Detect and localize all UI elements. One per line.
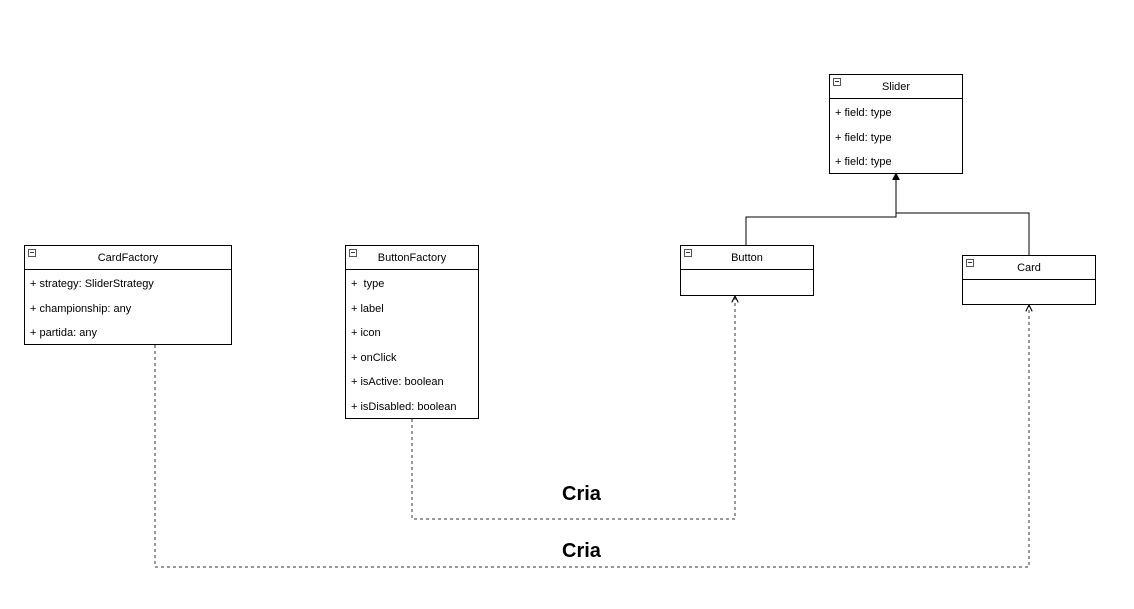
- class-field[interactable]: + championship: any: [30, 302, 132, 315]
- class-field[interactable]: + isActive: boolean: [351, 376, 444, 389]
- class-field[interactable]: + field: type: [835, 131, 892, 144]
- class-button[interactable]: Button: [680, 245, 814, 296]
- class-card[interactable]: Card: [962, 255, 1096, 305]
- class-field[interactable]: + isDisabled: boolean: [351, 400, 457, 413]
- collapse-icon[interactable]: [349, 249, 357, 257]
- card-factory-creates-card-label[interactable]: Cria: [562, 540, 601, 562]
- class-field[interactable]: + label: [351, 302, 384, 315]
- button-inherits-slider-connector[interactable]: [745, 172, 900, 245]
- card-factory-creates-card-connector[interactable]: [154, 305, 1029, 568]
- class-card-factory-header[interactable]: CardFactory: [25, 246, 231, 270]
- button-factory-creates-button-label[interactable]: Cria: [562, 483, 601, 505]
- class-slider-name: Slider: [881, 81, 911, 93]
- class-button-factory-name: ButtonFactory: [377, 252, 447, 264]
- class-button-factory[interactable]: ButtonFactory + type + label + icon + on…: [345, 245, 479, 419]
- button-factory-creates-button-connector[interactable]: [411, 296, 735, 520]
- class-button-name: Button: [731, 252, 763, 264]
- class-field[interactable]: + icon: [351, 327, 381, 340]
- class-card-fields: [963, 280, 1095, 305]
- class-field[interactable]: + partida: any: [30, 327, 97, 340]
- card-inherits-slider-connector[interactable]: [896, 212, 1030, 255]
- collapse-icon[interactable]: [684, 249, 692, 257]
- class-field[interactable]: + strategy: SliderStrategy: [30, 278, 154, 290]
- class-slider-fields: + field: type + field: type + field: typ…: [830, 99, 962, 175]
- class-slider[interactable]: Slider + field: type + field: type + fie…: [829, 74, 963, 174]
- class-card-header[interactable]: Card: [963, 256, 1095, 280]
- class-card-factory-fields: + strategy: SliderStrategy + championshi…: [25, 270, 231, 346]
- class-card-factory-name: CardFactory: [97, 252, 159, 264]
- class-button-header[interactable]: Button: [681, 246, 813, 270]
- class-button-factory-fields: + type + label + icon + onClick + isActi…: [346, 270, 478, 420]
- class-field[interactable]: + onClick: [351, 351, 397, 364]
- class-field[interactable]: + field: type: [835, 107, 892, 119]
- collapse-icon[interactable]: [28, 249, 36, 257]
- class-slider-header[interactable]: Slider: [830, 75, 962, 99]
- class-card-name: Card: [1017, 262, 1041, 274]
- class-button-factory-header[interactable]: ButtonFactory: [346, 246, 478, 270]
- class-card-factory[interactable]: CardFactory + strategy: SliderStrategy +…: [24, 245, 232, 345]
- collapse-icon[interactable]: [966, 259, 974, 267]
- collapse-icon[interactable]: [833, 78, 841, 86]
- class-field[interactable]: + type: [351, 278, 385, 290]
- class-field[interactable]: + field: type: [835, 156, 892, 169]
- class-button-fields: [681, 270, 813, 295]
